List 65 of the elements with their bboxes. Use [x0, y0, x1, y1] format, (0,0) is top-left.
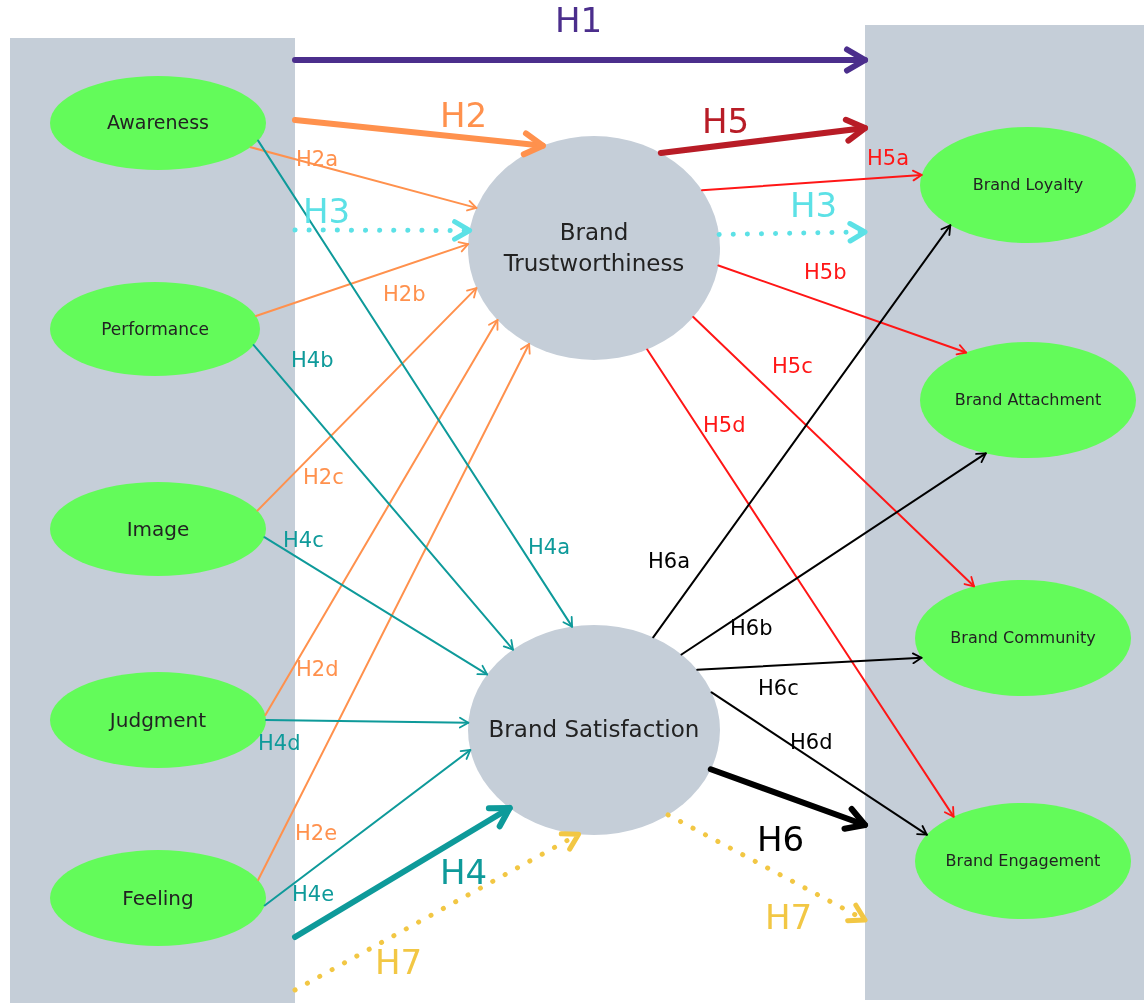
edge-label: H2e [295, 823, 338, 844]
arrow [252, 344, 514, 651]
construct-label: Brand Engagement [945, 850, 1101, 872]
edge-label: H1 [555, 3, 603, 37]
edge-label: H3 [790, 188, 838, 222]
edge-label: H6c [758, 678, 799, 699]
edge-label: H4e [292, 884, 335, 905]
edge-label: H6 [757, 822, 805, 856]
arrow [292, 46, 868, 74]
arrow [665, 812, 868, 924]
edge-label: H5b [804, 262, 847, 283]
edge-label: H2c [303, 467, 344, 488]
construct-label: Performance [101, 317, 209, 341]
arrow [292, 831, 582, 993]
arrow [263, 749, 472, 907]
construct-label: Feeling [122, 884, 194, 912]
construct-label: Brand Loyalty [972, 174, 1084, 196]
construct-label: Image [126, 515, 190, 543]
edge-label: H6d [790, 732, 833, 753]
edge-label: H4c [283, 530, 324, 551]
arrow [717, 264, 968, 356]
arrow [292, 805, 513, 940]
construct-label: Brand Attachment [954, 389, 1102, 411]
construct-panel [865, 25, 1144, 1000]
arrow [263, 536, 489, 676]
arrow [292, 219, 473, 242]
arrow [646, 348, 955, 818]
construct-label: Brand Community [950, 627, 1096, 649]
edge-label: H4d [258, 733, 301, 754]
edge-label: H5c [772, 356, 813, 377]
edge-label: H6b [730, 618, 773, 639]
edge-label: H7 [765, 900, 813, 934]
construct-label: Awareness [107, 110, 209, 136]
arrow [256, 287, 478, 512]
edge-label: H4a [528, 537, 571, 558]
arrow [710, 691, 928, 836]
edge-label: H4 [440, 855, 488, 889]
arrow [257, 139, 574, 628]
edge-label: H2 [440, 98, 488, 132]
arrow [292, 117, 546, 158]
edge-label: H2d [296, 659, 339, 680]
arrow [264, 319, 499, 716]
arrow [680, 452, 987, 656]
arrow [657, 116, 868, 156]
edge-label: H5 [702, 104, 750, 138]
arrow [696, 652, 923, 671]
arrow [249, 146, 478, 212]
arrow [254, 241, 470, 317]
arrow [692, 316, 975, 588]
construct-label: Brand Satisfaction [488, 715, 700, 745]
edge-label: H6a [648, 551, 691, 572]
arrow [701, 169, 923, 192]
arrow [265, 716, 470, 729]
arrow [707, 766, 868, 832]
arrow [257, 343, 531, 881]
edge-label: H3 [303, 194, 351, 228]
arrow [716, 221, 868, 244]
edge-label: H5d [703, 415, 746, 436]
construct-label: Judgment [109, 706, 207, 734]
edge-label: H5a [867, 148, 910, 169]
edge-label: H7 [375, 945, 423, 979]
edge-label: H2b [383, 284, 426, 305]
arrow [652, 224, 952, 639]
edge-label: H4b [291, 350, 334, 371]
construct-label: Brand Trustworthiness [502, 217, 686, 278]
